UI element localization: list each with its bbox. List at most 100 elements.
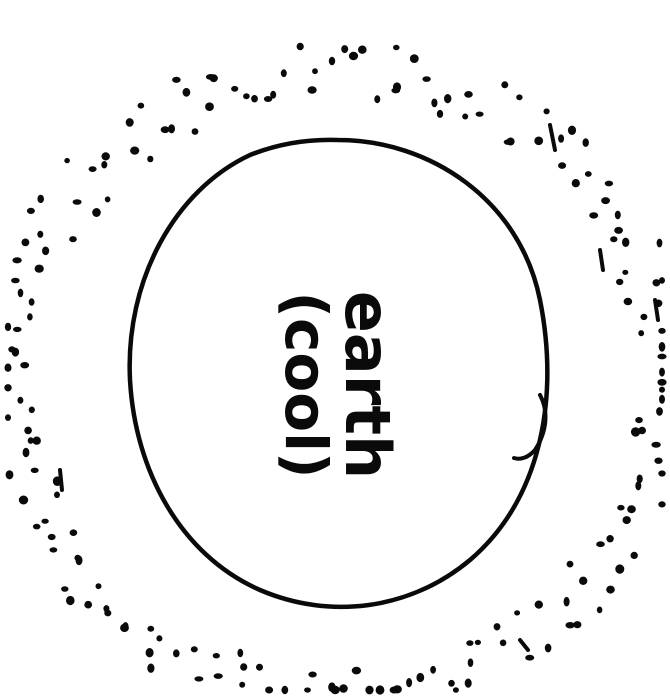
- ring-dot: [605, 181, 613, 187]
- ring-dot: [41, 519, 48, 524]
- ring-dot: [89, 166, 97, 172]
- ring-dot: [126, 118, 134, 127]
- ring-dot: [651, 442, 660, 448]
- label-cool: (cool): [272, 292, 340, 479]
- ring-dot: [23, 448, 30, 457]
- ring-dot: [146, 648, 154, 657]
- ring-dot: [437, 110, 443, 118]
- ring-dot: [658, 328, 665, 334]
- ring-dot: [654, 458, 662, 464]
- ring-dot: [566, 622, 575, 628]
- ring-dot: [448, 680, 455, 687]
- ring-dot: [468, 658, 474, 667]
- ring-dot: [5, 323, 11, 331]
- ring-dot: [535, 601, 543, 609]
- ring-dot: [564, 597, 570, 607]
- ring-dot: [251, 95, 258, 102]
- ring-dot: [596, 541, 605, 547]
- ring-dot: [349, 52, 358, 60]
- ring-dot: [147, 626, 154, 632]
- ring-dot: [656, 407, 663, 416]
- ring-dot: [341, 45, 348, 53]
- ring-dot: [214, 673, 223, 679]
- ring-dot: [265, 687, 273, 694]
- ring-dot: [462, 114, 468, 120]
- ring-dot: [558, 162, 566, 169]
- ring-dot: [500, 640, 507, 647]
- ring-dot: [659, 368, 665, 377]
- ring-dot: [33, 437, 41, 445]
- ring-dot: [20, 362, 29, 368]
- ring-dot: [444, 94, 451, 103]
- ring-dot: [84, 601, 92, 609]
- ring-dot: [240, 663, 247, 670]
- ring-dot: [161, 126, 170, 133]
- ring-dot: [130, 147, 139, 155]
- ring-dot: [579, 577, 587, 585]
- ring-dot: [205, 102, 214, 111]
- ring-dot: [64, 158, 70, 163]
- ring-dot: [657, 239, 663, 248]
- ring-dot: [28, 437, 34, 444]
- ring-dot: [231, 86, 238, 92]
- ring-dot: [27, 313, 33, 320]
- ring-dot: [430, 666, 436, 674]
- ring-dot: [19, 496, 28, 505]
- ring-dot: [614, 227, 623, 234]
- ring-dot: [525, 655, 534, 661]
- ring-dot: [35, 265, 44, 273]
- ring-dot: [659, 395, 665, 404]
- ring-dot: [147, 156, 153, 163]
- ring-dot: [465, 679, 472, 688]
- ring-dot: [237, 649, 243, 657]
- ring-dot: [69, 236, 77, 242]
- ring-dot: [297, 43, 304, 50]
- ring-dot: [658, 501, 665, 507]
- ring-dot: [601, 197, 610, 204]
- ring-dot: [31, 468, 39, 473]
- ring-dot: [406, 678, 412, 687]
- ring-dot: [206, 74, 216, 80]
- ring-dot: [172, 77, 181, 83]
- ring-dot: [657, 379, 666, 386]
- ring-dot: [583, 138, 589, 147]
- ring-dot: [42, 247, 49, 256]
- ring-dot: [352, 667, 361, 675]
- ring-dot: [589, 212, 598, 218]
- ring-dot: [640, 314, 647, 320]
- ring-dot: [501, 81, 508, 88]
- earth-label: earth (cool): [272, 291, 404, 479]
- ring-dot: [122, 622, 128, 630]
- ring-dot: [567, 561, 574, 568]
- ring-dot: [627, 505, 636, 513]
- ring-dot: [516, 94, 522, 100]
- ring-dot: [243, 93, 250, 99]
- ring-dot: [631, 427, 640, 436]
- ring-dot: [213, 653, 220, 658]
- ring-dot: [635, 481, 641, 490]
- ring-dot: [29, 298, 35, 305]
- ring-dot: [66, 596, 75, 605]
- ring-dot: [558, 134, 564, 142]
- ring-dot: [282, 686, 289, 694]
- ring-dot: [304, 687, 311, 692]
- ring-dot: [96, 583, 102, 589]
- ring-dot: [659, 387, 665, 393]
- ring-dot: [183, 88, 191, 97]
- ring-dot: [615, 564, 624, 573]
- ring-dot: [50, 547, 58, 552]
- ring-dot: [545, 644, 552, 653]
- ring-dot: [48, 534, 56, 540]
- ring-dot: [585, 171, 592, 177]
- ring-dot: [365, 686, 373, 695]
- label-earth: earth: [331, 291, 404, 479]
- ring-dot: [156, 635, 162, 641]
- ring-dot: [393, 45, 400, 50]
- ring-dot: [27, 208, 35, 214]
- ring-dot: [147, 664, 154, 673]
- ring-dot: [475, 640, 481, 645]
- ring-dot: [422, 76, 430, 82]
- ring-dot: [606, 586, 615, 594]
- ring-dot: [6, 470, 14, 479]
- ring-dot: [410, 54, 419, 63]
